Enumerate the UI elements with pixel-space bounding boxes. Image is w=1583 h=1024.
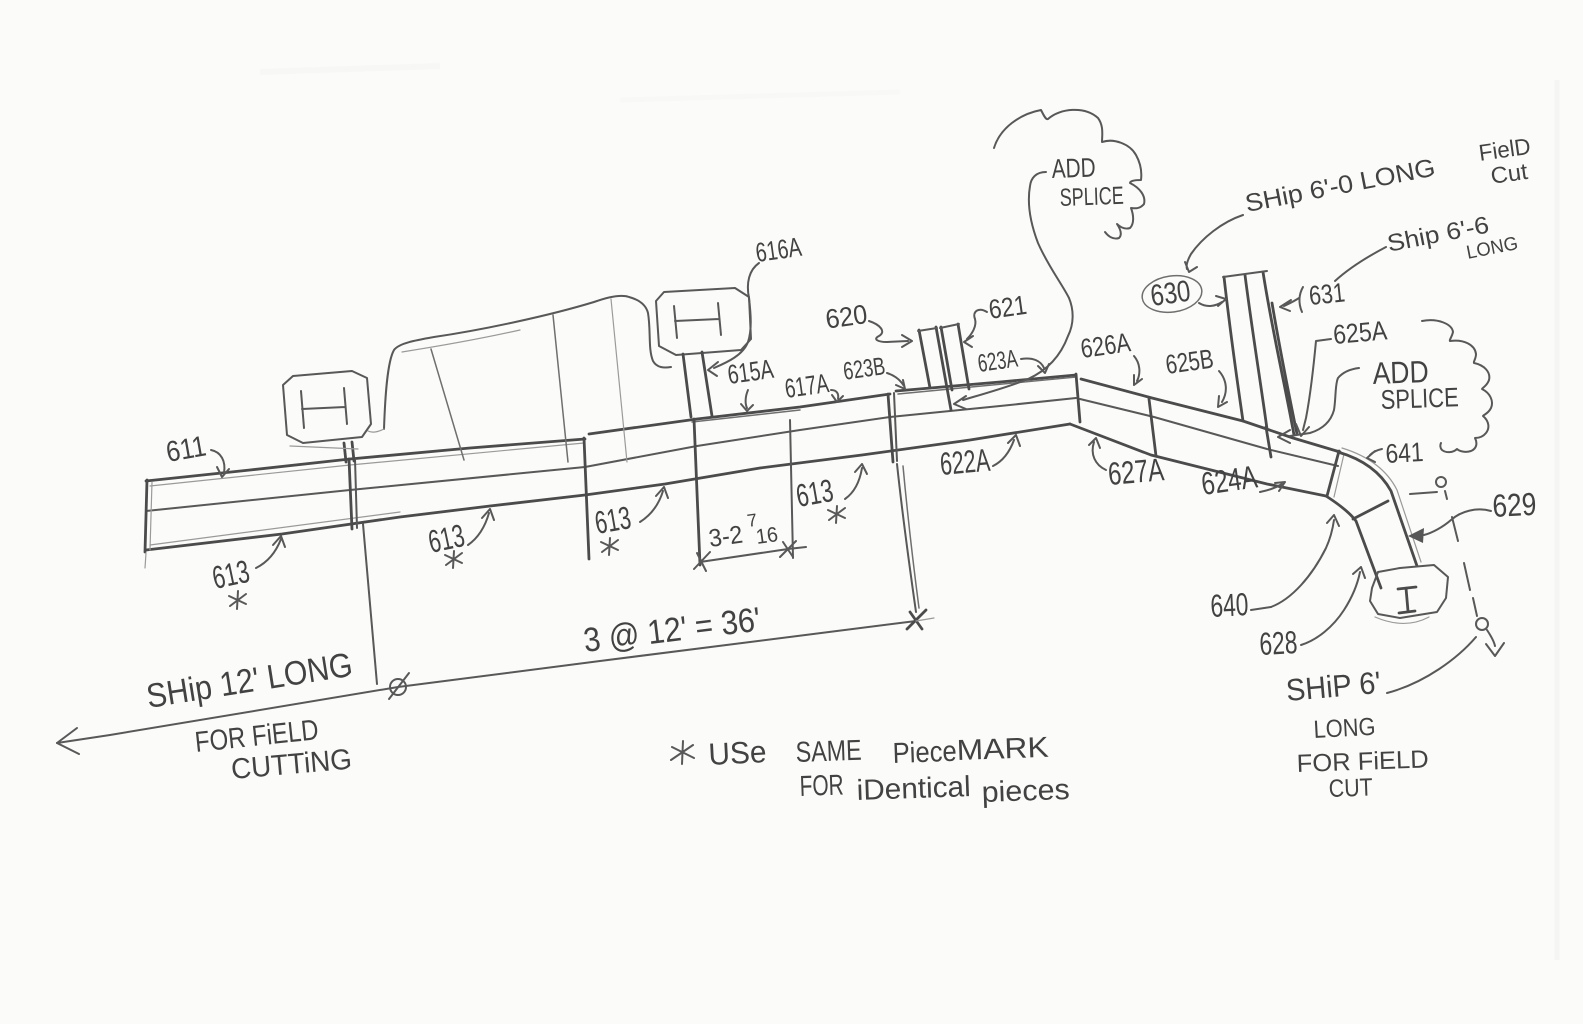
svg-text:620: 620 [823,299,869,335]
svg-text:629: 629 [1491,486,1537,524]
svg-text:FOR: FOR [799,769,844,803]
svg-text:613: 613 [209,553,253,596]
svg-text:MARK: MARK [956,732,1050,767]
svg-text:622A: 622A [938,442,991,482]
svg-text:627A: 627A [1106,451,1165,492]
svg-text:626A: 626A [1079,327,1133,364]
svg-text:Cut: Cut [1489,158,1530,189]
svg-text:SPLICE: SPLICE [1059,182,1124,212]
svg-text:iDentical: iDentical [856,771,971,807]
svg-text:624A: 624A [1199,458,1260,502]
svg-text:625A: 625A [1332,315,1388,350]
svg-text:613: 613 [425,517,468,560]
svg-text:616A: 616A [754,232,804,268]
svg-text:641: 641 [1385,437,1425,469]
svg-text:16: 16 [754,523,779,549]
svg-text:pieces: pieces [981,774,1070,809]
svg-text:611: 611 [164,430,209,468]
svg-text:3-2: 3-2 [707,520,745,552]
svg-text:SHiP 6': SHiP 6' [1285,665,1383,708]
svg-text:SAME: SAME [795,735,862,769]
svg-text:CUT: CUT [1328,773,1373,803]
svg-text:613: 613 [592,499,634,541]
svg-text:630: 630 [1148,275,1192,313]
svg-text:621: 621 [987,290,1029,325]
svg-text:615A: 615A [726,354,776,390]
svg-text:ADD: ADD [1051,152,1096,184]
svg-text:ADD: ADD [1372,354,1429,391]
svg-text:613: 613 [793,472,836,514]
svg-text:SPLICE: SPLICE [1380,382,1459,415]
svg-text:628: 628 [1258,624,1298,662]
svg-text:FOR FiELD: FOR FiELD [1296,745,1429,778]
svg-text:7: 7 [746,510,759,531]
svg-text:617A: 617A [783,368,831,404]
svg-text:623A: 623A [976,345,1020,378]
svg-text:LONG: LONG [1313,713,1376,744]
svg-text:623B: 623B [841,352,886,386]
svg-text:USe: USe [708,734,768,772]
svg-text:Piece: Piece [892,736,957,770]
svg-text:631: 631 [1307,277,1346,311]
svg-text:625B: 625B [1164,344,1216,380]
svg-text:640: 640 [1209,586,1249,624]
